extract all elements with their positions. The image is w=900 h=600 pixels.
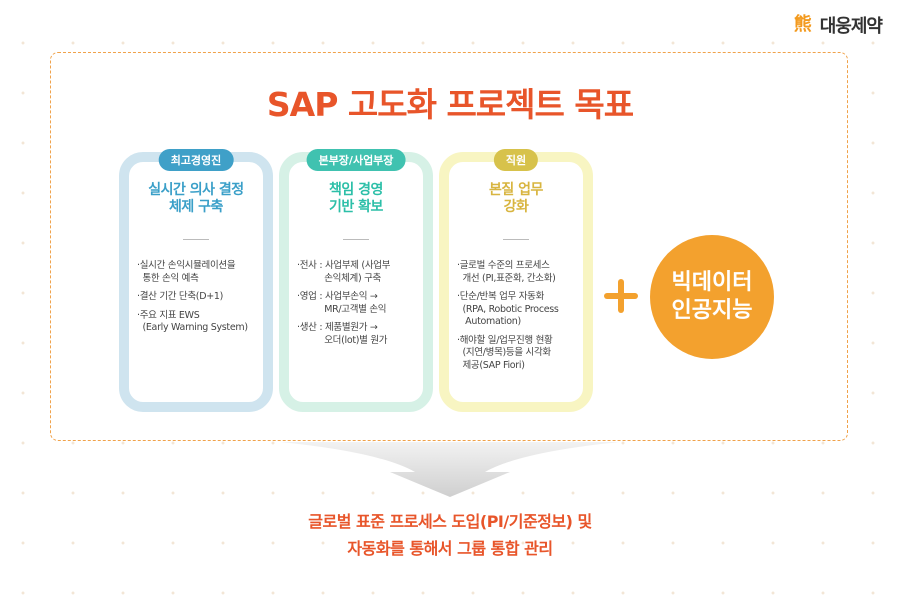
card-badge: 최고경영진 <box>158 149 234 171</box>
card-title-line: 강화 <box>503 199 529 215</box>
list-item: ·생산 : 제품별원가 → 오더(lot)별 원가 <box>297 322 388 346</box>
list-item: ·결산 기간 단축(D+1) <box>137 291 224 302</box>
circle-line: 인공지능 <box>671 298 753 323</box>
card-badge: 본부장/사업부장 <box>306 149 406 171</box>
divider <box>183 239 209 240</box>
conclusion-line: 자동화를 통해서 그룹 통합 관리 <box>347 539 553 558</box>
circle-line: 빅데이터 <box>671 270 753 295</box>
card-title-line: 실시간 의사 결정 <box>148 182 244 198</box>
page-title: SAP 고도화 프로젝트 목표 <box>266 85 634 124</box>
list-item: ·글로벌 수준의 프로세스 개선 (PI,표준화, 간소화) <box>457 260 556 284</box>
bigdata-ai-circle: 빅데이터 인공지능 <box>650 235 774 359</box>
card-title-line: 체제 구축 <box>169 199 223 215</box>
plus-icon <box>604 279 638 313</box>
list-item: ·전사 : 사업부제 (사업부 손익체계) 구축 <box>297 260 391 284</box>
company-logo: 熊 대웅제약 <box>793 12 883 38</box>
divider <box>343 239 369 240</box>
card-title-line: 책임 경영 <box>329 182 383 198</box>
down-arrow-icon <box>280 442 620 497</box>
card-list: ·글로벌 수준의 프로세스 개선 (PI,표준화, 간소화) ·단순/반복 업무… <box>449 260 583 372</box>
list-item: ·해야할 일/업무진행 현황 (지연/병목)등을 시각화 제공(SAP Fior… <box>457 334 553 371</box>
list-item: ·단순/반복 업무 자동화 (RPA, Robotic Process Auto… <box>457 291 559 327</box>
card-list: ·실시간 손익시뮬레이션을 통한 손익 예측 ·결산 기간 단축(D+1) ·주… <box>129 260 263 335</box>
list-item: ·주요 지표 EWS (Early Warning System) <box>137 309 248 334</box>
bear-logo-icon: 熊 <box>793 14 812 35</box>
card-title-line: 기반 확보 <box>329 199 383 215</box>
conclusion-line: 글로벌 표준 프로세스 도입(PI/기준정보) 및 <box>308 512 592 531</box>
divider <box>503 239 529 240</box>
list-item: ·실시간 손익시뮬레이션을 통한 손익 예측 <box>137 260 236 284</box>
card-title-line: 본질 업무 <box>489 182 543 198</box>
card-badge: 직원 <box>493 149 539 171</box>
conclusion-text: 글로벌 표준 프로세스 도입(PI/기준정보) 및 자동화를 통해서 그룹 통합… <box>0 508 900 562</box>
list-item: ·영업 : 사업부손익 → MR/고객별 손익 <box>297 291 387 315</box>
logo-text: 대웅제약 <box>819 16 883 37</box>
card-list: ·전사 : 사업부제 (사업부 손익체계) 구축 ·영업 : 사업부손익 → M… <box>289 260 423 347</box>
